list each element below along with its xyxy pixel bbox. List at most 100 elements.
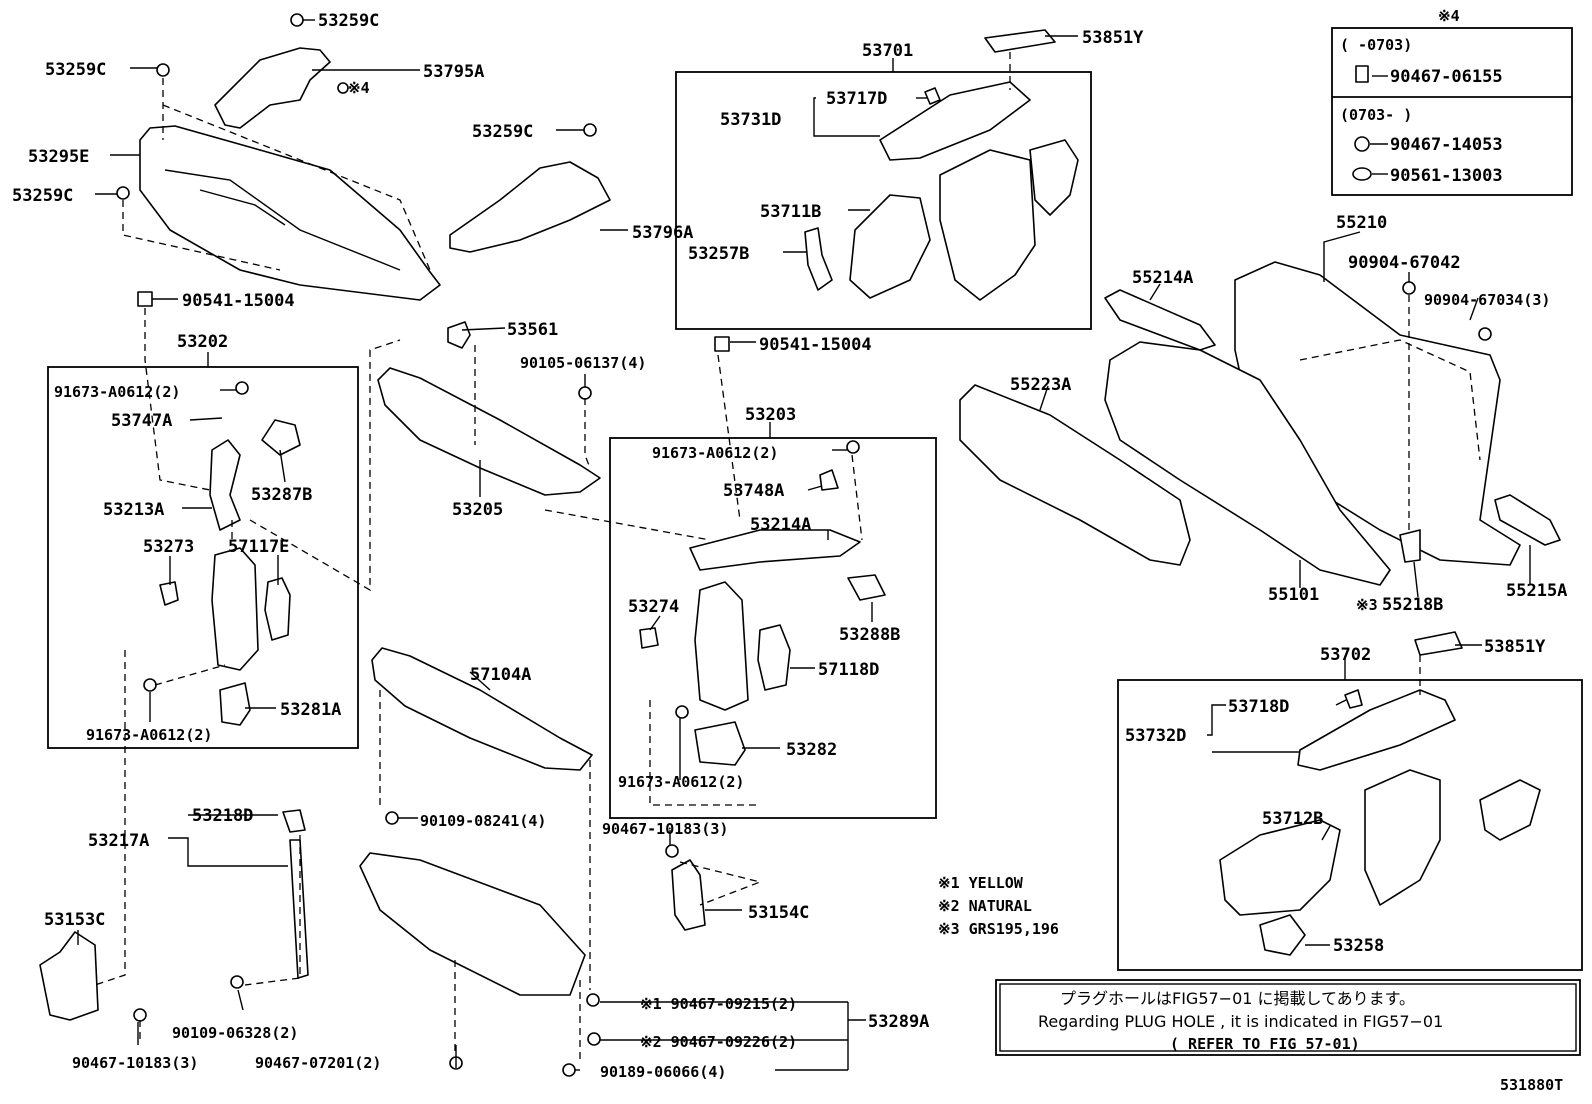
- label-53205: 53205: [452, 500, 503, 520]
- label-53288B: 53288B: [839, 625, 900, 645]
- label-90904-67034: 90904-67034(3): [1424, 291, 1550, 309]
- part-53702-arch: [1479, 779, 1541, 841]
- clip-icon: [587, 1032, 601, 1046]
- label-53731D: 53731D: [720, 110, 781, 130]
- legend-natural: ※2 NATURAL: [938, 897, 1032, 915]
- clip-icon: [230, 975, 244, 989]
- part-53731D: [879, 81, 1031, 161]
- label-53281A: 53281A: [280, 700, 341, 720]
- part-55101: [1104, 341, 1391, 586]
- label-90189-06066: 90189-06066(4): [600, 1063, 726, 1081]
- label-91673-A0612: 91673-A0612(2): [86, 726, 212, 744]
- info-english: Regarding PLUG HOLE , it is indicated in…: [1038, 1012, 1443, 1031]
- clip-icon: [586, 993, 600, 1007]
- clip-icon: [846, 440, 860, 454]
- label-note3: ※3: [1356, 596, 1378, 614]
- box-53203: [609, 437, 937, 819]
- part-53702-tower: [1364, 769, 1441, 906]
- label-57104A: 57104A: [470, 665, 531, 685]
- label-53701: 53701: [862, 41, 913, 61]
- label-90467-09215: ※1 90467-09215(2): [640, 995, 797, 1013]
- clip-90467-14053-icon: [1354, 136, 1370, 152]
- part-53153C: [39, 931, 99, 1021]
- part-53257B: [804, 227, 833, 291]
- clip-icon: [665, 844, 679, 858]
- clip-icon: [235, 381, 249, 395]
- clip-icon: [137, 291, 153, 307]
- info-reference: ( REFER TO FIG 57-01): [1170, 1035, 1360, 1053]
- label-53702: 53702: [1320, 645, 1371, 665]
- clip-icon: [337, 82, 349, 94]
- part-53561: [447, 321, 471, 349]
- part-53701-tower: [939, 149, 1036, 301]
- clip-icon: [562, 1063, 576, 1077]
- label-53203: 53203: [745, 405, 796, 425]
- part-53711B: [849, 194, 931, 299]
- legend-grs195-196: ※3 GRS195,196: [938, 920, 1059, 938]
- label-55210: 55210: [1336, 213, 1387, 233]
- clip-icon: [385, 811, 399, 825]
- part-55218B: [1399, 529, 1421, 563]
- label-90541-15004: 90541-15004: [759, 335, 872, 355]
- label-53218D: 53218D: [192, 806, 253, 826]
- part-53295E: [139, 125, 441, 301]
- label-53851Y: 53851Y: [1484, 637, 1546, 657]
- label-55215A: 55215A: [1506, 581, 1567, 601]
- label-90467-07201: 90467-07201(2): [255, 1054, 381, 1072]
- clip-icon: [714, 336, 730, 352]
- box-plug-hole-info: [995, 979, 1581, 1056]
- part-57117E-inner: [211, 547, 259, 671]
- label-53295E: 53295E: [28, 147, 89, 167]
- clip-icon: [116, 186, 130, 200]
- label-53202: 53202: [177, 332, 228, 352]
- label-91673-A0612: 91673-A0612(2): [652, 444, 778, 462]
- label-90561-13003: 90561-13003: [1390, 166, 1503, 186]
- label-53282: 53282: [786, 740, 837, 760]
- label-range-before-0703: ( -0703): [1340, 36, 1412, 54]
- label-57117E: 57117E: [228, 537, 289, 557]
- label-53747A: 53747A: [111, 411, 172, 431]
- label-note4: ※4: [348, 79, 370, 97]
- part-53213A: [209, 439, 241, 531]
- part-53289A: [359, 852, 586, 996]
- label-53561: 53561: [507, 320, 558, 340]
- part-53154C: [671, 859, 706, 931]
- part-55223A: [959, 384, 1191, 566]
- label-90467-14053: 90467-14053: [1390, 135, 1503, 155]
- label-53273: 53273: [143, 537, 194, 557]
- part-53748A: [819, 469, 839, 491]
- label-90109-08241: 90109-08241(4): [420, 812, 546, 830]
- part-53732D: [1297, 689, 1456, 771]
- legend-yellow: ※1 YELLOW: [938, 874, 1024, 892]
- label-53259C: 53259C: [12, 186, 73, 206]
- label-range-after-0703: (0703- ): [1340, 106, 1412, 124]
- part-53717D: [924, 87, 941, 105]
- part-53218D: [282, 809, 306, 833]
- box-53202: [47, 366, 359, 749]
- label-53257B: 53257B: [688, 244, 749, 264]
- label-91673-A0612: 91673-A0612(2): [618, 773, 744, 791]
- label-90109-06328: 90109-06328(2): [172, 1024, 298, 1042]
- label-note4-title: ※4: [1438, 7, 1460, 25]
- info-japanese: プラグホールはFIG57−01 に掲載してあります。: [1060, 989, 1415, 1008]
- label-90541-15004: 90541-15004: [182, 291, 295, 311]
- box-53702: [1117, 679, 1583, 971]
- label-53214A: 53214A: [750, 515, 811, 535]
- part-53718D: [1344, 689, 1363, 709]
- part-53273: [159, 581, 179, 606]
- label-55214A: 55214A: [1132, 268, 1193, 288]
- label-53259C: 53259C: [318, 11, 379, 31]
- part-53214A: [689, 529, 861, 571]
- label-53851Y: 53851Y: [1082, 28, 1144, 48]
- part-53795A: [214, 47, 331, 129]
- box-note4: [1331, 27, 1573, 196]
- part-53851Y-top: [984, 29, 1056, 53]
- label-90904-67042: 90904-67042: [1348, 253, 1461, 273]
- label-90467-10183: 90467-10183(3): [72, 1054, 198, 1072]
- clip-icon: [1402, 281, 1416, 295]
- label-53154C: 53154C: [748, 903, 809, 923]
- part-57117E: [264, 577, 291, 641]
- label-53795A: 53795A: [423, 62, 484, 82]
